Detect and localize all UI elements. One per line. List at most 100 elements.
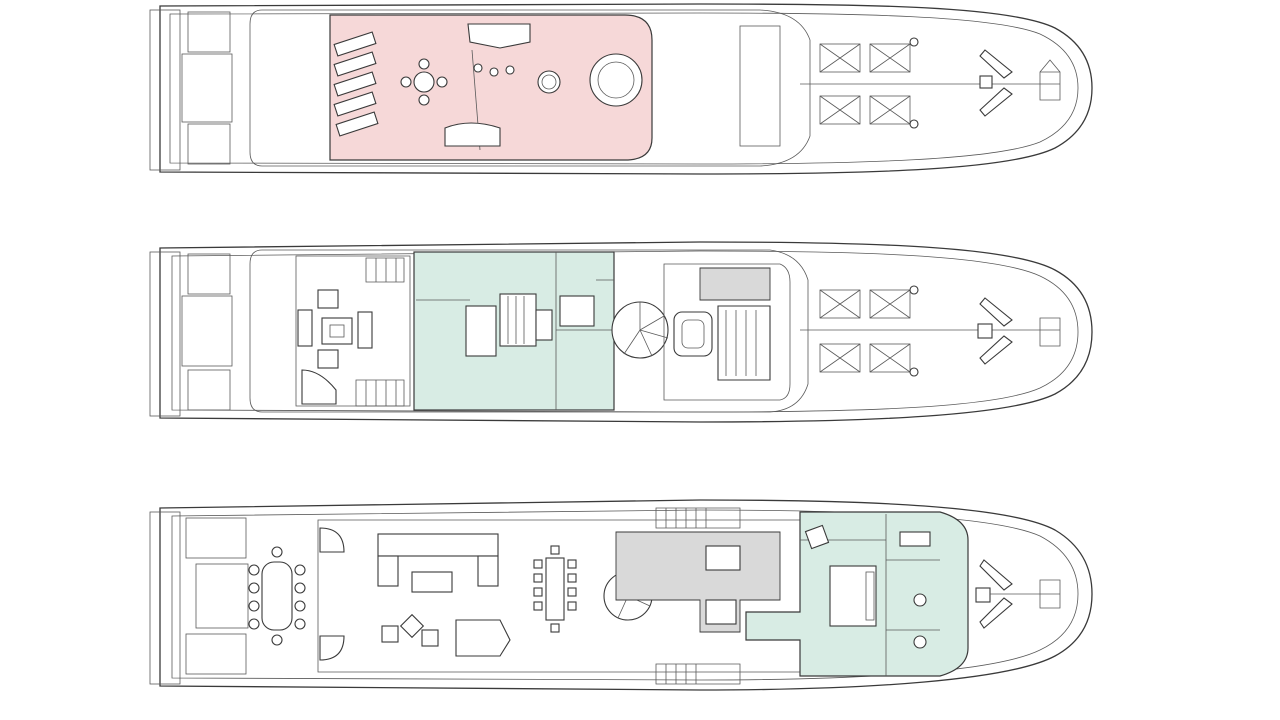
sun-lounger xyxy=(333,91,377,117)
main-dining-set xyxy=(533,545,577,633)
skylounge-sofa xyxy=(465,305,497,357)
stern-steps-lower xyxy=(187,123,231,165)
saloon-sofa-side xyxy=(477,555,499,587)
nav-console xyxy=(717,305,771,381)
cleat xyxy=(909,285,919,295)
bow-anchor-gear xyxy=(979,297,1013,327)
vanity xyxy=(899,531,931,547)
master-cabin-walls xyxy=(800,514,940,676)
main-dining-table xyxy=(545,557,565,621)
cleat xyxy=(909,367,919,377)
bridge-deck-stern-platform xyxy=(149,251,181,417)
hatch xyxy=(819,43,861,73)
aft-spiral-stair-stbd xyxy=(319,635,345,661)
bar-stool xyxy=(473,63,483,73)
sun-lounger xyxy=(333,51,377,77)
hatch-cross xyxy=(819,43,861,73)
galley-stair xyxy=(655,507,741,529)
bow-anchor-gear xyxy=(979,597,1013,629)
skylounge-table-detail xyxy=(507,296,525,344)
chair xyxy=(550,545,560,555)
stern-steps-upper xyxy=(187,253,231,295)
chair xyxy=(533,559,543,569)
bow-anchor-gear xyxy=(979,559,1013,591)
hatch xyxy=(869,343,911,373)
sun-lounger xyxy=(333,31,377,57)
chair xyxy=(294,618,306,630)
hatch-cross xyxy=(869,95,911,125)
sun-deck-superstructure xyxy=(249,9,811,167)
chair xyxy=(567,601,577,611)
sun-deck-stern-platform xyxy=(149,9,181,171)
chair xyxy=(418,58,430,70)
sun-lounger xyxy=(333,71,377,97)
windlass xyxy=(975,587,991,603)
sun-lounger xyxy=(335,111,379,137)
saloon-bar xyxy=(455,619,511,657)
stern-steps-mid xyxy=(181,295,233,367)
main-deck-hull xyxy=(159,499,1093,691)
windlass xyxy=(979,75,993,89)
saloon-armchair xyxy=(421,629,439,647)
galley-island xyxy=(705,545,741,571)
windlass xyxy=(977,323,993,339)
sun-deck-hull xyxy=(159,3,1093,175)
aft-stair xyxy=(355,379,405,407)
transom-steps xyxy=(185,517,247,559)
coffee-table xyxy=(321,317,353,345)
aft-deck-lounge-boundary xyxy=(295,255,411,407)
master-bed xyxy=(829,565,877,627)
bridge-washroom xyxy=(559,295,595,327)
main-deck-swim-platform xyxy=(149,511,181,685)
aft-lounge-furniture xyxy=(297,289,373,369)
aft-dining-table xyxy=(261,561,293,631)
wall-unit xyxy=(535,309,553,341)
bow-anchor-gear xyxy=(979,87,1013,117)
chair xyxy=(418,94,430,106)
bar-stool xyxy=(505,65,515,75)
chair xyxy=(567,573,577,583)
hatch-cross xyxy=(819,343,861,373)
hatch-cross xyxy=(869,289,911,319)
chair xyxy=(294,600,306,612)
chair xyxy=(567,587,577,597)
sofa xyxy=(297,309,313,347)
bow-hatch xyxy=(1039,59,1061,101)
sun-deck-bar-counter xyxy=(467,23,531,49)
bridge-deck-superstructure xyxy=(249,249,809,413)
hatch xyxy=(869,289,911,319)
saloon-sofa-side xyxy=(377,555,399,587)
skylounge-table xyxy=(499,293,537,347)
armchair xyxy=(317,289,339,309)
round-table xyxy=(413,71,435,93)
galley-counter xyxy=(705,599,737,625)
aft-spiral-stair-port xyxy=(319,527,345,553)
transom-garage xyxy=(195,563,249,629)
bow-anchor-gear xyxy=(979,49,1013,79)
hatch-cross xyxy=(869,343,911,373)
hatch-cross xyxy=(819,95,861,125)
helm-console xyxy=(699,267,771,301)
sun-deck-forward-seating xyxy=(739,25,781,147)
master-bed-pillows xyxy=(865,571,875,621)
bow-hatch xyxy=(1039,579,1061,609)
wheelhouse-outline xyxy=(663,263,791,401)
curved-settee xyxy=(301,369,337,405)
chair xyxy=(400,76,412,88)
stern-steps-upper xyxy=(187,11,231,53)
hatch xyxy=(869,95,911,125)
saloon-coffee-table xyxy=(411,571,453,593)
bow-anchor-gear xyxy=(979,335,1013,365)
chair xyxy=(271,546,283,558)
chair xyxy=(294,582,306,594)
master-armchair xyxy=(804,524,830,550)
armchair xyxy=(317,349,339,369)
sun-deck-highlight-area xyxy=(329,14,653,161)
chair xyxy=(533,573,543,583)
chair xyxy=(436,76,448,88)
bridge-deck xyxy=(149,241,1093,423)
helm-seat-inner xyxy=(681,319,705,349)
stern-steps-mid xyxy=(181,53,233,123)
bridge-deck-hull-inner xyxy=(171,250,1079,413)
chair xyxy=(294,564,306,576)
